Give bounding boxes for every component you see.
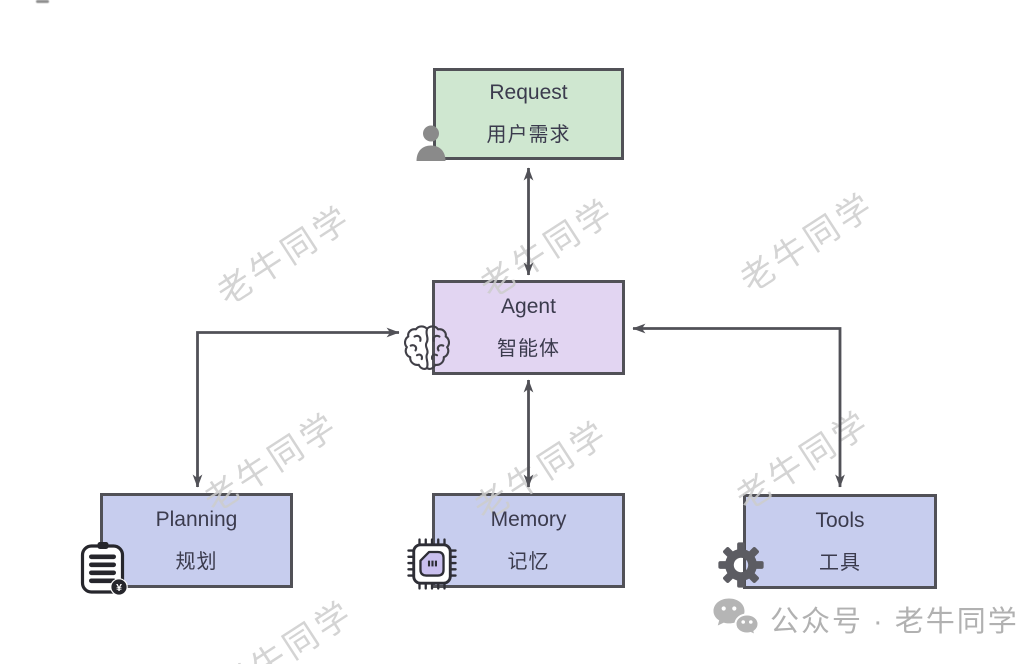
arrow-agent-planning bbox=[192, 327, 400, 488]
artifact-smudge bbox=[36, 0, 49, 3]
gear-icon bbox=[718, 542, 764, 588]
brain-icon bbox=[404, 325, 450, 370]
node-planning: Planning 规划 bbox=[100, 493, 293, 588]
node-tools: Tools 工具 bbox=[743, 494, 937, 589]
node-request: Request 用户需求 bbox=[433, 68, 624, 160]
node-agent-subtitle: 智能体 bbox=[497, 337, 560, 360]
node-agent-title: Agent bbox=[501, 294, 556, 318]
footer: 公众号 · 老牛同学 bbox=[712, 597, 1019, 641]
node-tools-title: Tools bbox=[815, 508, 865, 532]
node-planning-title: Planning bbox=[155, 507, 238, 531]
memory-chip-icon bbox=[407, 538, 457, 590]
arrow-agent-tools bbox=[632, 323, 845, 488]
footer-text: 公众号 · 老牛同学 bbox=[770, 606, 1019, 638]
node-memory-title: Memory bbox=[490, 507, 567, 531]
node-planning-subtitle: 规划 bbox=[175, 550, 218, 573]
node-request-title: Request bbox=[489, 81, 568, 104]
node-tools-subtitle: 工具 bbox=[819, 551, 861, 574]
clipboard-list-icon: ¥ bbox=[80, 542, 128, 596]
node-memory: Memory 记忆 bbox=[432, 493, 625, 588]
clipboard-badge: ¥ bbox=[116, 582, 122, 594]
node-memory-subtitle: 记忆 bbox=[507, 550, 550, 573]
node-agent: Agent 智能体 bbox=[432, 280, 625, 375]
wechat-icon bbox=[713, 598, 760, 638]
node-request-subtitle: 用户需求 bbox=[486, 124, 571, 146]
person-icon bbox=[416, 125, 446, 161]
